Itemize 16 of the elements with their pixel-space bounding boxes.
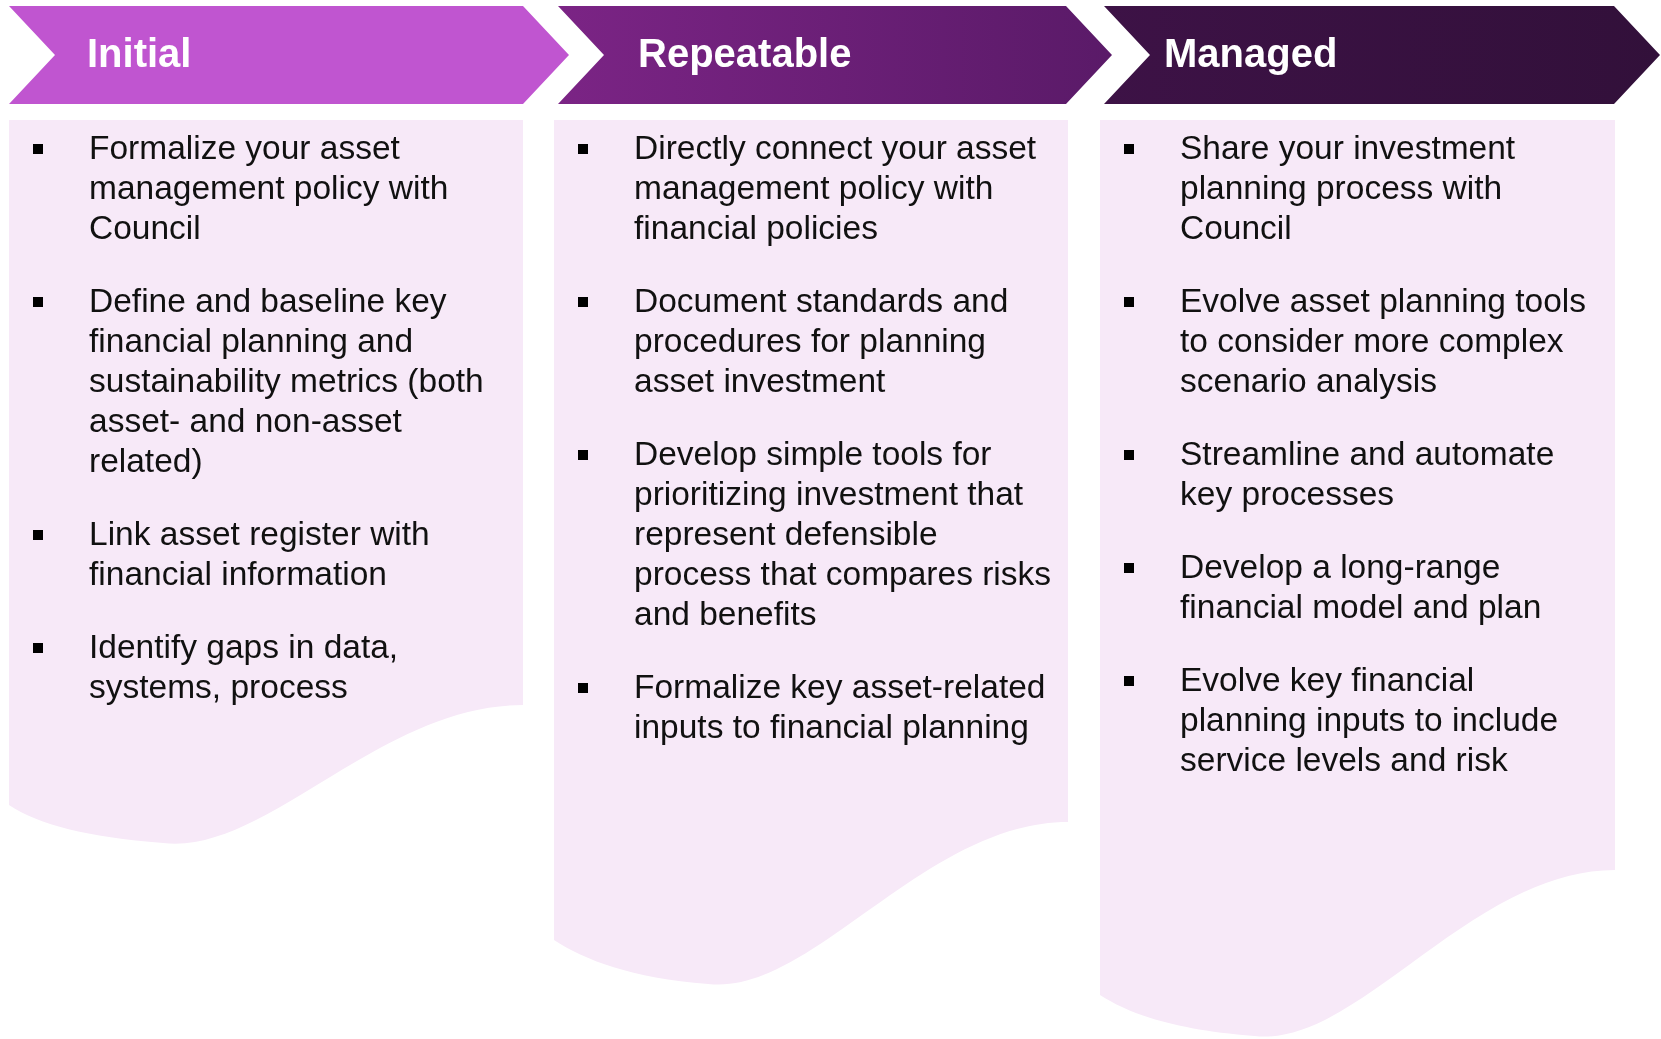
bullet-text: Streamline and automate key processes (1180, 434, 1556, 514)
bullet-text: Develop simple tools for prioritizing investment that represent defensible process that compares risks and benefits (634, 434, 1053, 634)
bullet-text: Formalize your asset management policy with Council (89, 128, 450, 248)
bullet-text: Share your investment planning process with Council (1180, 128, 1517, 248)
bullet-text: Document standards and procedures for planning asset investment (634, 281, 1010, 401)
bullet-text: Identify gaps in data, systems, process (89, 627, 400, 707)
bullet-text: Evolve key financial planning inputs to include service levels and risk (1180, 660, 1560, 780)
bullet-text: Formalize key asset-related inputs to financial planning (634, 667, 1047, 747)
stage-title: Repeatable (638, 33, 852, 73)
bullet-text: Directly connect your asset management policy with financial policies (634, 128, 1038, 248)
stage-title: Managed (1164, 33, 1338, 73)
bullet-text: Define and baseline key financial planning and sustainability metrics (both asset- and non-asset related) (89, 281, 485, 481)
bullet-text: Evolve asset planning tools to consider more complex scenario analysis (1180, 281, 1587, 401)
bullet-text: Develop a long-range financial model and plan (1180, 547, 1543, 627)
bullet-text: Link asset register with financial information (89, 514, 431, 594)
stage-title: Initial (87, 33, 192, 73)
